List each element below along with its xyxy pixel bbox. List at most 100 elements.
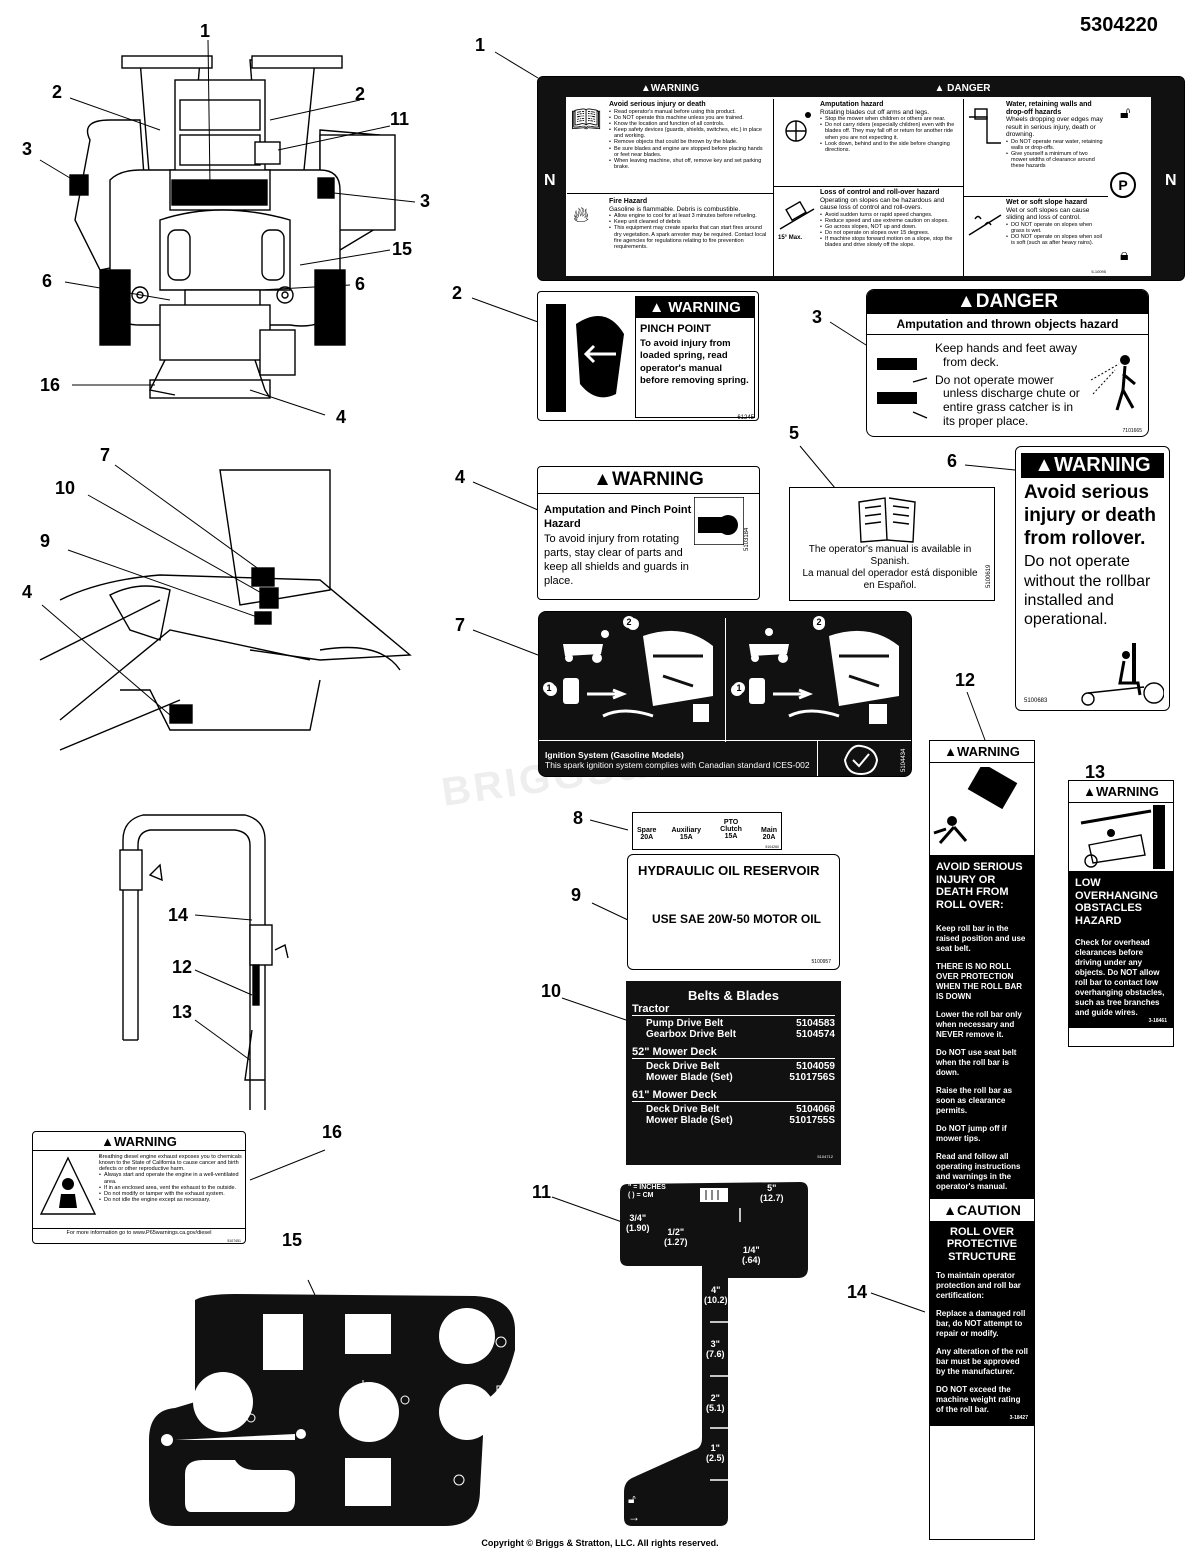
section-title: Amputation hazard xyxy=(820,101,884,108)
decal-1-section-water: Water, retaining walls and drop-off haza… xyxy=(964,99,1108,197)
decal-2-text-panel: ▲ WARNING PINCH POINT To avoid injury fr… xyxy=(635,296,755,418)
part-number-cell: 5101755S xyxy=(789,1115,835,1126)
spanish-text: La manual del operador está disponible e… xyxy=(802,568,978,591)
gauge-mark: 3/4"(1.90) xyxy=(626,1213,650,1234)
danger-text: DANGER xyxy=(975,291,1059,312)
callout-2: 2 xyxy=(452,283,463,303)
group-heading: Tractor xyxy=(632,1003,835,1016)
mark-cm: (1.27) xyxy=(664,1236,688,1247)
hand-foot-deck-icon xyxy=(877,358,928,419)
mark-inches: 1/4" xyxy=(742,1245,760,1255)
decal-title: Amputation and thrown objects hazard xyxy=(867,314,1148,335)
fuse-rating: 15A xyxy=(679,834,693,841)
manual-book-icon xyxy=(858,497,916,543)
decal-13-overhanging: ▲WARNING LOW OVERHANGING OBSTACLES HAZAR… xyxy=(1068,780,1174,1047)
fuse-name: Spare xyxy=(637,827,657,834)
decal-1-right-n: N xyxy=(1165,172,1177,189)
decal-code: 3-18461 xyxy=(1148,1017,1167,1024)
paragraph: Lower the roll bar only when necessary a… xyxy=(936,1009,1022,1039)
step-badge: 2 xyxy=(623,616,635,628)
mark-cm: (12.7) xyxy=(760,1192,784,1203)
warning-banner: ▲WARNING xyxy=(1021,453,1164,478)
warning-text: WARNING xyxy=(611,469,704,490)
section-subtitle: Wheels dropping over edges may result in… xyxy=(1006,116,1103,139)
warning-banner: ▲WARNING xyxy=(33,1132,245,1151)
part-number-cell: 5104574 xyxy=(796,1029,835,1040)
list-item: Know the location and function of all co… xyxy=(609,121,769,127)
fuse-name: Main xyxy=(761,827,777,834)
part-name: Deck Drive Belt xyxy=(646,1104,720,1115)
paragraph: Raise the roll bar as soon as clearance … xyxy=(936,1085,1013,1115)
decal-title: Avoid serious injury or death from rollo… xyxy=(1024,482,1156,549)
warning-text: WARNING xyxy=(668,299,741,316)
machine-illustrations xyxy=(39,39,416,1296)
danger-banner: ▲DANGER xyxy=(867,290,1148,314)
decal-body: Do not operate without the rollbar insta… xyxy=(1024,553,1151,628)
list-item: Read operator's manual before using this… xyxy=(609,109,769,115)
divider xyxy=(817,740,818,776)
decal-code: 61245 xyxy=(737,415,754,421)
copyright-notice: Copyright © Briggs & Stratton, LLC. All … xyxy=(481,1538,719,1548)
list-item: Always start and operate the engine in a… xyxy=(99,1172,243,1184)
paragraph: To maintain operator protection and roll… xyxy=(936,1271,1021,1301)
fire-icon: 🔥︎ xyxy=(573,202,590,227)
warning-text: WARNING xyxy=(114,1134,177,1149)
list-item: Allow engine to cool for at least 3 minu… xyxy=(609,213,769,219)
mark-inches: 1/2" xyxy=(667,1227,685,1237)
gauge-mark: 4"(10.2) xyxy=(704,1285,728,1306)
callout-9-fender: 9 xyxy=(40,531,51,551)
list-item: If in an enclosed area, vent the exhaust… xyxy=(99,1185,243,1191)
callout-6-left: 6 xyxy=(42,271,53,291)
lock-icon: 🔒︎ xyxy=(1120,247,1129,264)
section-list: Stop the mower when children or others a… xyxy=(820,116,960,153)
callout-4-top: 4 xyxy=(336,407,347,427)
section-title: Wet or soft slope hazard xyxy=(1006,199,1088,206)
decal-12-rollover-tall: ▲WARNING AVOID SERIOUS INJURY OR DEATH F… xyxy=(929,740,1035,1540)
drop-off-icon xyxy=(969,108,1001,144)
fuse-name: Auxiliary xyxy=(671,827,702,834)
max-slope-text: 15° Max. xyxy=(778,235,803,241)
list-item: If machine stops forward motion on a slo… xyxy=(820,236,960,248)
mark-cm: (10.2) xyxy=(704,1294,728,1305)
roll-bar-view xyxy=(119,814,289,1110)
mark-inches: 3" xyxy=(710,1339,720,1349)
mark-cm: (1.90) xyxy=(626,1222,650,1233)
part-name: Mower Blade (Set) xyxy=(646,1072,733,1083)
warning-banner: ▲WARNING xyxy=(538,467,759,494)
step-badge: 1 xyxy=(543,682,555,694)
exhaust-breathing-icon xyxy=(39,1156,97,1215)
callout-6-right: 6 xyxy=(355,274,366,294)
decal-9-hydraulic: HYDRAULIC OIL RESERVOIR USE SAE 20W-50 M… xyxy=(627,854,840,970)
decal-1-section-avoid: 📖︎ Avoid serious injury or death Read op… xyxy=(567,99,774,194)
table-row: Mower Blade (Set)5101756S xyxy=(632,1072,835,1083)
mark-inches: 1" xyxy=(710,1443,720,1453)
decal-1-safety: ▲WARNING ▲ DANGER N N P 🔓︎ 🔒︎ 📖︎ Avoid s… xyxy=(537,76,1185,281)
gauge-legend: " = INCHES ( ) = CM xyxy=(628,1184,666,1199)
belt-hand-icon xyxy=(694,497,744,545)
callout-12: 12 xyxy=(955,670,976,690)
callout-3-left: 3 xyxy=(22,139,33,159)
paragraph: Check for overhead clearances before dri… xyxy=(1075,937,1165,1017)
decal-code: 5100957 xyxy=(811,959,831,965)
list-item: Do NOT operate this machine unless you a… xyxy=(609,115,769,121)
tree-branch-rollbar-icon xyxy=(1080,805,1165,869)
callout-8: 8 xyxy=(573,808,584,828)
footer-text: This spark ignition system complies with… xyxy=(545,760,810,771)
callout-3-right: 3 xyxy=(420,191,431,211)
callout-15: 15 xyxy=(282,1230,303,1250)
callout-4: 4 xyxy=(455,467,466,487)
decal-body-2: ROLL OVER PROTECTIVE STRUCTURE To mainta… xyxy=(930,1221,1034,1426)
gauge-mark: 1"(2.5) xyxy=(706,1443,725,1464)
caution-heading: ROLL OVER PROTECTIVE STRUCTURE xyxy=(946,1225,1018,1263)
divider xyxy=(539,740,911,741)
fuse-name: PTO Clutch xyxy=(720,819,742,833)
section-list: Do NOT operate near water, retaining wal… xyxy=(1006,139,1105,170)
decal-footer: For more information go to www.P65warnin… xyxy=(33,1228,245,1236)
decal-body: To avoid injury from rotating parts, sta… xyxy=(544,532,689,588)
gauge-mark: 2"(5.1) xyxy=(706,1393,725,1414)
warning-text: WARNING xyxy=(957,744,1020,759)
section-title: Loss of control and roll-over hazard xyxy=(820,189,940,196)
